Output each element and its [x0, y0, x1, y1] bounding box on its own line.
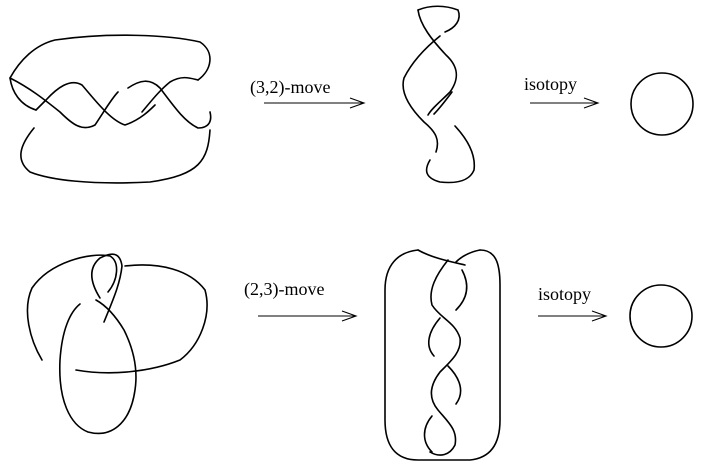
- row2-isotopy-label: isotopy: [538, 284, 591, 304]
- row2-move-arrow: (2,3)-move: [244, 279, 358, 322]
- row2-move-label: (2,3)-move: [244, 279, 324, 300]
- row1-initial-knot: [9, 34, 212, 184]
- row1-move-label: (3,2)-move: [250, 77, 330, 98]
- row2-middle-knot: [384, 249, 501, 461]
- row1-isotopy-label: isotopy: [524, 74, 577, 94]
- row2-unknot-circle: [629, 284, 693, 348]
- row1-move-arrow: (3,2)-move: [250, 77, 366, 109]
- row1-isotopy-arrow: isotopy: [524, 74, 600, 109]
- row1-unknot-circle: [630, 72, 694, 136]
- row1-middle-knot: [402, 5, 476, 184]
- row2-trefoil-knot: [26, 253, 208, 435]
- row2-isotopy-arrow: isotopy: [538, 284, 608, 322]
